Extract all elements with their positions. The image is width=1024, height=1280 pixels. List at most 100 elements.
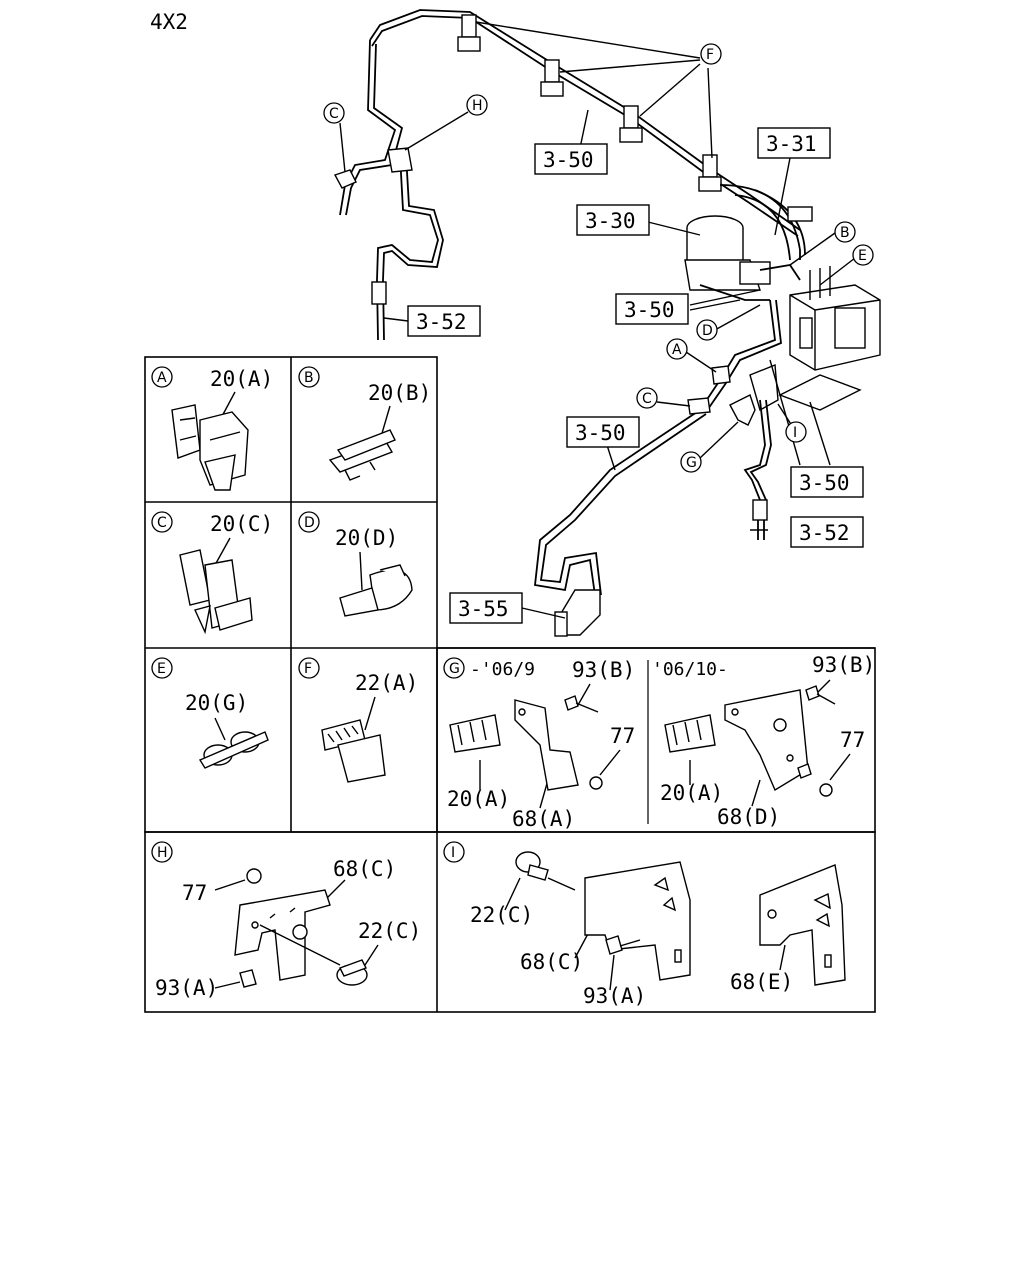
callout-a: A	[666, 338, 688, 360]
detail-d: D 20(D)	[298, 511, 413, 617]
clip-f-2	[540, 59, 564, 97]
detail-g: G -'06/9 93(B) 77 20(A) 68(A) '06/10- 93…	[443, 653, 875, 831]
ref-3-50-mid: 3-50	[615, 293, 689, 325]
svg-text:3-50: 3-50	[575, 421, 626, 445]
detail-g-nut-right: 77	[840, 728, 865, 752]
svg-text:G: G	[449, 661, 460, 677]
bracket-68d-icon	[724, 689, 809, 792]
detail-g-date-right: '06/10-	[652, 659, 728, 680]
ref-3-52-bottom: 3-52	[790, 516, 864, 548]
svg-text:A: A	[672, 342, 682, 358]
nut-77-icon-h	[246, 868, 262, 884]
svg-text:3-50: 3-50	[543, 148, 594, 172]
bolt-icon-right-lower	[797, 763, 812, 779]
main-assembly	[333, 9, 881, 637]
detail-f: F 22(A)	[298, 657, 418, 783]
svg-text:I: I	[451, 845, 455, 861]
detail-b-part: 20(B)	[368, 381, 431, 405]
clip-20d-icon	[339, 564, 413, 617]
svg-text:F: F	[706, 47, 714, 63]
nut-77-icon-left	[589, 776, 603, 790]
svg-text:I: I	[793, 425, 797, 441]
detail-g-bolt-left: 93(B)	[572, 658, 635, 682]
detail-e-part: 20(G)	[185, 691, 248, 715]
svg-text:E: E	[858, 248, 867, 264]
svg-text:B: B	[840, 225, 850, 241]
ref-3-52-top: 3-52	[407, 305, 481, 337]
svg-text:3-55: 3-55	[458, 597, 509, 621]
clip-22c-icon-i	[515, 851, 549, 881]
ref-3-55: 3-55	[449, 592, 523, 624]
callout-h-top: H	[466, 94, 488, 116]
clip-22a-icon	[321, 719, 386, 783]
clip-f-3	[619, 105, 643, 143]
bolt-93b-icon-right	[805, 685, 836, 705]
detail-h-clip: 22(C)	[358, 919, 421, 943]
bolt-93a-icon-h	[239, 969, 257, 988]
callout-c: C	[636, 387, 658, 409]
detail-g-clip-right: 20(A)	[660, 781, 723, 805]
detail-c-part: 20(C)	[210, 512, 273, 536]
bracket-68e-icon	[759, 864, 846, 986]
bolt-93a-icon-i	[605, 935, 641, 955]
detail-g-bracket-left: 68(A)	[512, 807, 575, 831]
leaders	[339, 21, 856, 619]
callout-c-top: C	[323, 102, 345, 124]
svg-text:3-30: 3-30	[585, 209, 636, 233]
clip-22c-icon-h	[336, 959, 368, 986]
svg-text:C: C	[157, 515, 167, 531]
svg-text:H: H	[157, 845, 168, 861]
clip-f-1	[457, 14, 481, 52]
clip-20a-icon	[171, 404, 249, 491]
svg-text:A: A	[157, 370, 167, 386]
model-label: 4X2	[150, 10, 188, 34]
clip-20c-icon	[179, 549, 253, 635]
detail-g-clip-left: 20(A)	[447, 787, 510, 811]
callout-g: G	[680, 451, 702, 473]
svg-text:3-50: 3-50	[799, 471, 850, 495]
svg-text:3-52: 3-52	[799, 521, 850, 545]
svg-text:C: C	[329, 106, 339, 122]
clip-20g-icon	[198, 731, 269, 769]
detail-i-bracket-c: 68(C)	[520, 950, 583, 974]
clip-20a-icon-g-left	[449, 714, 501, 753]
detail-i-clip: 22(C)	[470, 903, 533, 927]
detail-c: C 20(C)	[151, 511, 273, 635]
detail-g-bracket-right: 68(D)	[717, 805, 780, 829]
svg-text:B: B	[304, 370, 314, 386]
detail-h-bolt: 93(A)	[155, 976, 218, 1000]
callout-b: B	[834, 221, 856, 243]
svg-text:C: C	[642, 391, 652, 407]
ref-3-50-top: 3-50	[534, 143, 608, 175]
detail-i-bolt: 93(A)	[583, 984, 646, 1008]
detail-g-bolt-right: 93(B)	[812, 653, 875, 677]
abs-unit	[778, 266, 881, 411]
nut-77-icon-right	[819, 783, 833, 797]
bolt-93b-icon-left	[564, 695, 599, 713]
callout-i: I	[785, 421, 807, 443]
detail-grid	[144, 356, 876, 1013]
clip-20b-icon	[328, 429, 396, 481]
detail-e: E 20(G)	[151, 657, 269, 769]
ref-3-31: 3-31	[757, 127, 831, 159]
bracket-68c-icon-h	[234, 889, 331, 981]
svg-text:3-52: 3-52	[416, 310, 467, 334]
detail-i: I 22(C) 68(C) 93(A) 68(E)	[443, 841, 846, 1008]
svg-text:G: G	[686, 455, 697, 471]
detail-d-part: 20(D)	[335, 526, 398, 550]
ref-3-50-right: 3-50	[790, 466, 864, 498]
detail-b: B 20(B)	[298, 366, 431, 481]
callout-e: E	[852, 244, 874, 266]
ref-3-50-left: 3-50	[566, 416, 640, 448]
detail-h-nut: 77	[182, 881, 207, 905]
detail-a: A 20(A)	[151, 366, 273, 491]
svg-text:3-50: 3-50	[624, 298, 675, 322]
fitting-3-55	[554, 589, 601, 637]
detail-a-part: 20(A)	[210, 367, 273, 391]
callout-f: F	[700, 43, 722, 65]
clip-20a-icon-g-right	[664, 714, 716, 753]
detail-i-bracket-e: 68(E)	[730, 970, 793, 994]
detail-g-nut-left: 77	[610, 724, 635, 748]
clip-f-4	[698, 154, 722, 192]
